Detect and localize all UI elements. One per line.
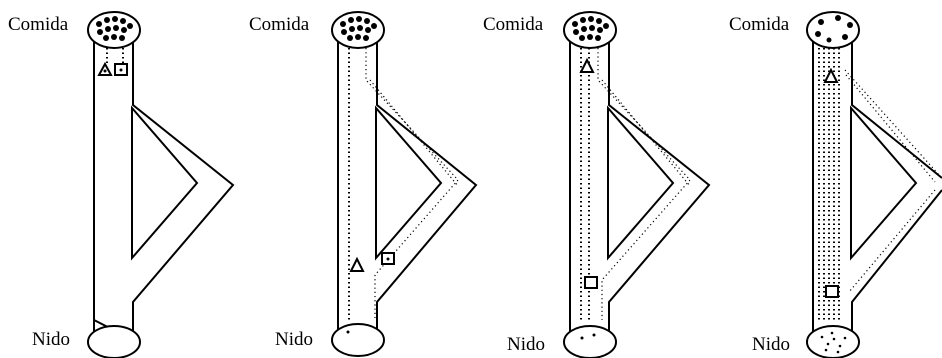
food-label: Comida — [729, 14, 790, 35]
pheromone-trail-long — [601, 79, 691, 187]
nest-label: Nido — [275, 329, 313, 350]
bridge-outline — [812, 30, 942, 340]
panel-2: Comida Nido — [249, 11, 478, 357]
pheromone-trail — [106, 48, 124, 64]
square-ant-marker — [584, 276, 598, 289]
nest — [87, 325, 141, 358]
square-ant-marker — [825, 285, 839, 298]
nest-label: Nido — [752, 334, 790, 355]
food-label: Comida — [8, 14, 69, 35]
food-pellets — [96, 16, 133, 41]
bridge-outline — [569, 30, 711, 340]
bridge-outline — [93, 30, 235, 341]
food-source — [806, 11, 860, 49]
nest-label: Nido — [32, 329, 70, 350]
food-label: Comida — [483, 14, 544, 35]
ant-in-nest — [580, 336, 584, 340]
triangle-ant-marker — [579, 57, 595, 73]
ants-in-nest — [820, 331, 847, 354]
triangle-ant-marker — [823, 67, 839, 83]
pheromone-trail-long — [844, 69, 941, 293]
pheromone-trail-long — [365, 48, 459, 318]
ant-in-nest — [346, 330, 350, 334]
triangle-ant-marker — [349, 256, 365, 272]
food-label: Comida — [249, 14, 310, 35]
nest — [331, 323, 385, 357]
panel-3: Comida Nido — [483, 11, 711, 358]
bridge-outline — [337, 30, 478, 340]
food-pellets — [815, 15, 853, 43]
pheromone-trail-long — [597, 48, 691, 320]
panel-1: Comida Nido — [8, 11, 235, 358]
nest — [563, 325, 617, 358]
food-pellets — [572, 16, 609, 41]
panel-4: Comida Nido — [729, 11, 942, 358]
nest-label: Nido — [507, 334, 545, 355]
food-pellets — [340, 16, 377, 41]
pheromone-trail-long — [369, 79, 459, 187]
nest — [806, 325, 860, 358]
ant-in-nest — [592, 333, 596, 337]
